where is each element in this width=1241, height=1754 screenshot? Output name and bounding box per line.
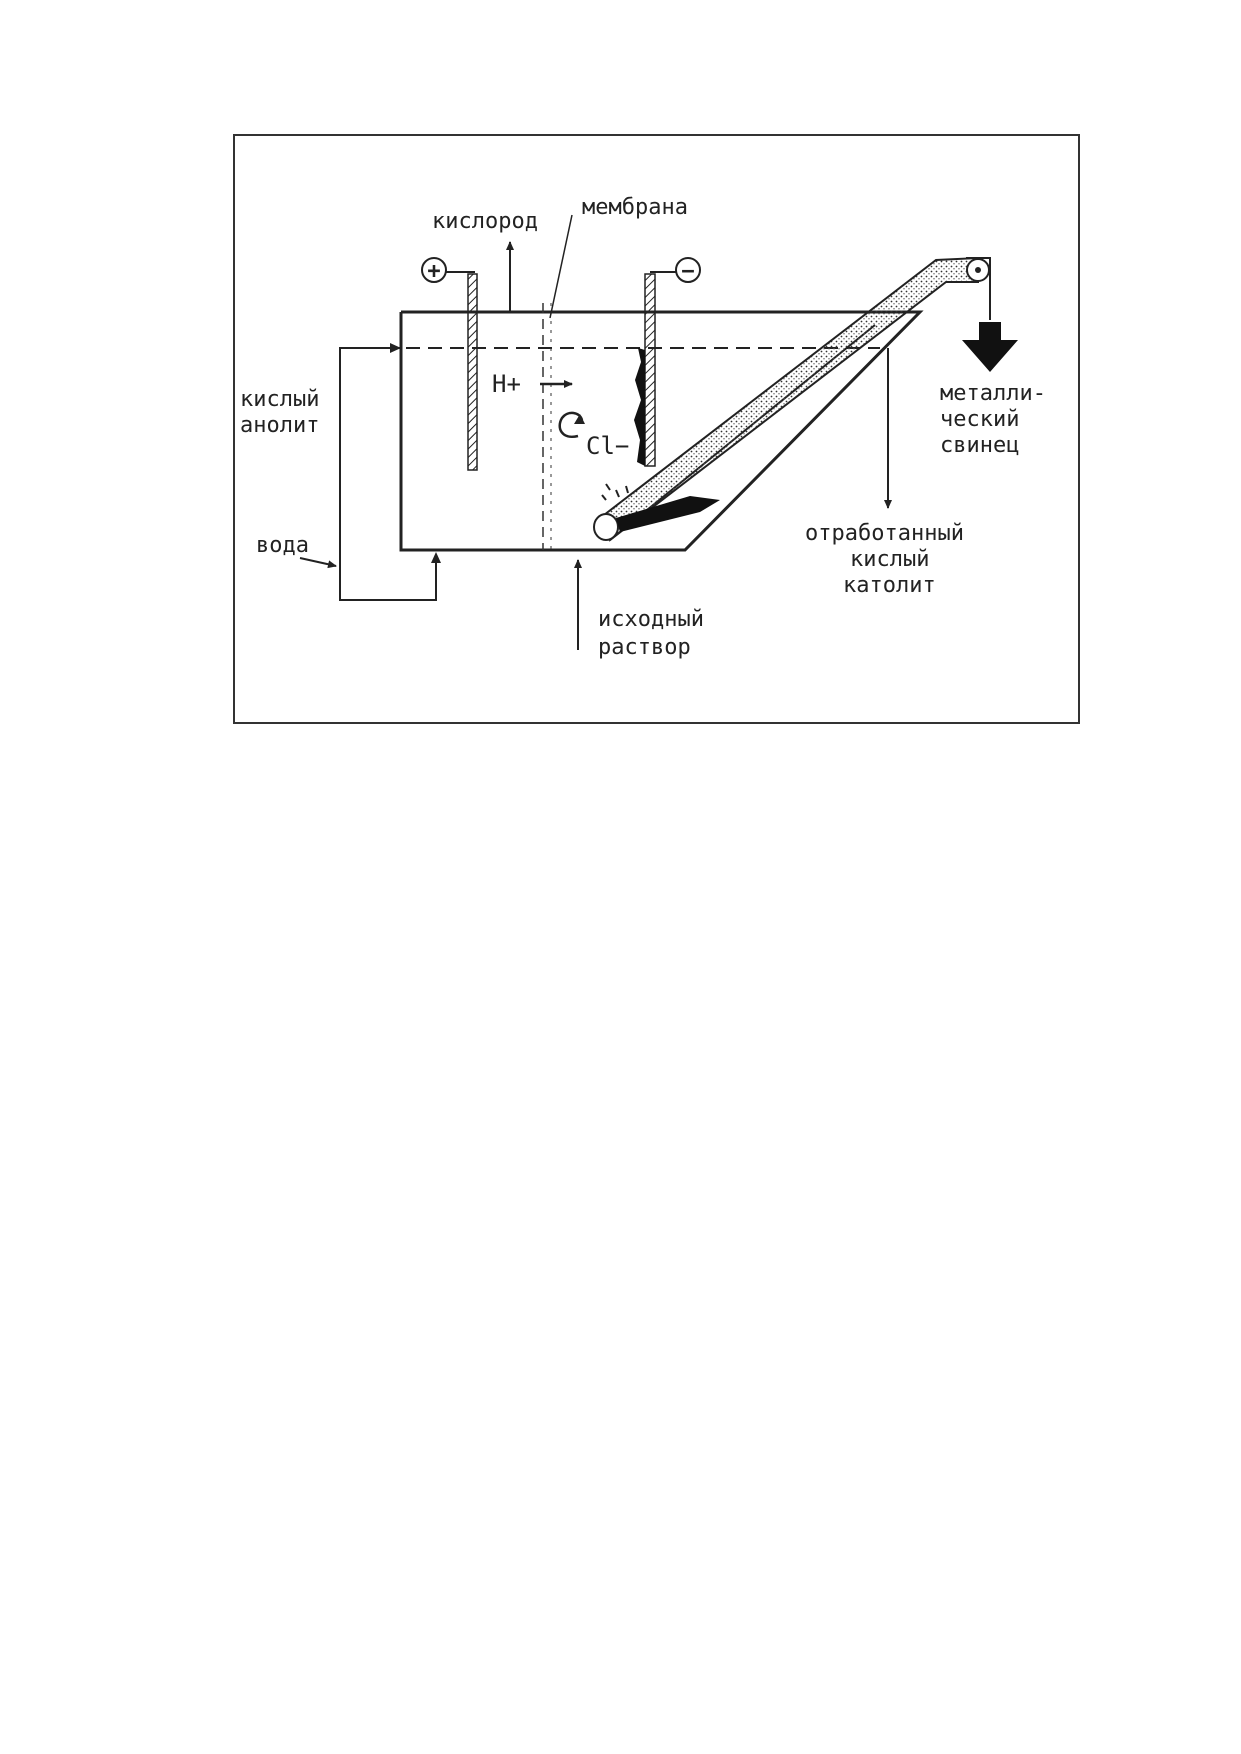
- metallic-lead-arrow: [962, 322, 1018, 372]
- lead-sludge-on-belt: [616, 496, 720, 532]
- label-anolyte-1: кислый: [240, 387, 319, 412]
- label-spent-1: отработанный: [805, 521, 964, 546]
- label-spent-3: католит: [843, 573, 936, 598]
- membrane-leader: [549, 214, 573, 319]
- label-lead-1: металли-: [940, 381, 1046, 406]
- lead-deposit-on-cathode: [634, 348, 645, 466]
- anolyte-inlet-arrowhead: [431, 552, 441, 563]
- label-membrane: мембрана: [582, 195, 688, 220]
- cathode-terminal: [675, 257, 701, 283]
- label-water: вода: [256, 533, 309, 558]
- label-feed-2: раствор: [598, 635, 691, 660]
- figure-frame: [233, 134, 1080, 724]
- label-anolyte-2: анолит: [240, 413, 319, 438]
- falling-lead-particles: [601, 483, 629, 501]
- water-arrow: [299, 557, 337, 569]
- label-oxygen: кислород: [432, 209, 538, 234]
- conveyor-belt: [602, 256, 979, 542]
- anolyte-loop-arrow: [390, 343, 401, 353]
- cathode-electrode: [644, 273, 656, 467]
- lead-output-line: [966, 257, 991, 320]
- cathode-sign: −: [681, 259, 694, 284]
- label-spent-2: кислый: [850, 547, 929, 572]
- anode-terminal: [421, 257, 447, 283]
- label-lead-3: свинец: [940, 433, 1019, 458]
- label-lead-2: ческий: [940, 407, 1019, 432]
- chloride-curl-arrowhead: [574, 414, 585, 424]
- conveyor-lower-roller: [593, 513, 619, 541]
- anode-sign: +: [427, 259, 440, 284]
- label-chloride: Cl−: [586, 432, 629, 460]
- conveyor-upper-roller-hub: [975, 267, 981, 273]
- label-proton: H+: [492, 370, 521, 398]
- label-feed-1: исходный: [598, 607, 704, 632]
- anode-electrode: [467, 273, 478, 471]
- anolyte-loop: [339, 347, 437, 601]
- chloride-curl-arrow: [558, 411, 584, 439]
